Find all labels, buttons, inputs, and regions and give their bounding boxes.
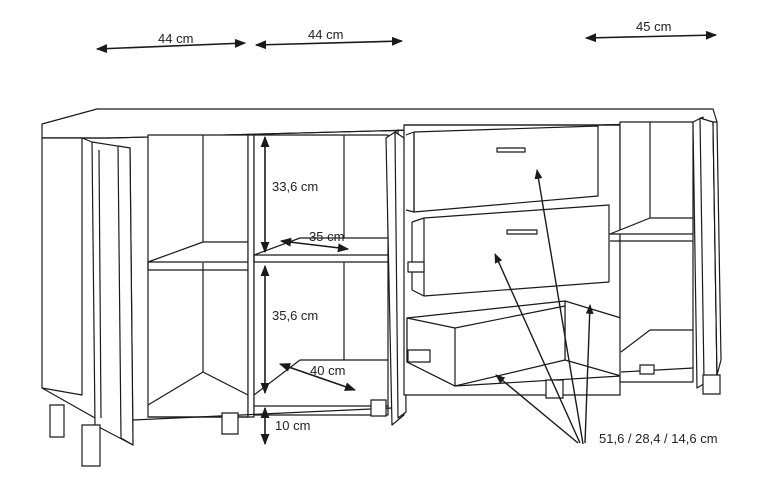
label-drawer-dimensions: 51,6 / 28,4 / 14,6 cm <box>599 431 718 446</box>
leg-right-2 <box>702 374 721 395</box>
arrow-depth-lower <box>278 363 357 391</box>
drawer-leaders <box>494 169 594 445</box>
drawer-middle <box>423 204 610 297</box>
leg-mid-2 <box>370 399 387 417</box>
left-side-panel <box>41 137 83 396</box>
label-shelf-depth-lower: 40 cm <box>310 363 345 378</box>
leg-mid-1 <box>221 412 239 435</box>
label-width-right: 45 cm <box>636 19 671 34</box>
drawer-middle-handle <box>506 229 538 235</box>
labels: 44 cm 44 cm 45 cm 33,6 cm 35 cm 35,6 cm … <box>158 19 718 446</box>
label-width-middle: 44 cm <box>308 27 343 42</box>
label-leg-height: 10 cm <box>275 418 310 433</box>
label-shelf-height-lower: 35,6 cm <box>272 308 318 323</box>
leader-to-drawer-top <box>534 169 584 445</box>
arrow-depth-upper <box>279 237 350 253</box>
right-shelf <box>609 217 694 235</box>
drawer-rail-bottom <box>407 349 431 363</box>
right-side-panel <box>712 121 722 376</box>
sideboard-outline <box>41 108 722 446</box>
leader-to-drawer-bottom-front <box>495 374 579 444</box>
depth-arrows <box>278 237 357 391</box>
label-width-left: 44 cm <box>158 31 193 46</box>
divider-left <box>247 134 255 418</box>
label-shelf-height-upper: 33,6 cm <box>272 179 318 194</box>
drawer-rail-middle <box>407 261 425 273</box>
leg-right-1 <box>639 364 655 375</box>
arrow-width-middle <box>254 36 404 50</box>
leg-drawer-1 <box>545 379 564 399</box>
arrow-width-right <box>584 30 718 43</box>
leg-front-left <box>49 404 65 438</box>
legs <box>49 364 721 467</box>
leg-front-left-2 <box>81 424 101 467</box>
label-shelf-depth-upper: 35 cm <box>309 229 344 244</box>
width-arrows <box>95 30 718 54</box>
drawer-top-handle <box>496 147 526 153</box>
arrow-width-left <box>95 38 247 54</box>
leader-to-drawer-bottom-side <box>584 304 594 444</box>
leader-to-drawer-middle <box>494 253 581 444</box>
right-compartment <box>619 121 694 383</box>
